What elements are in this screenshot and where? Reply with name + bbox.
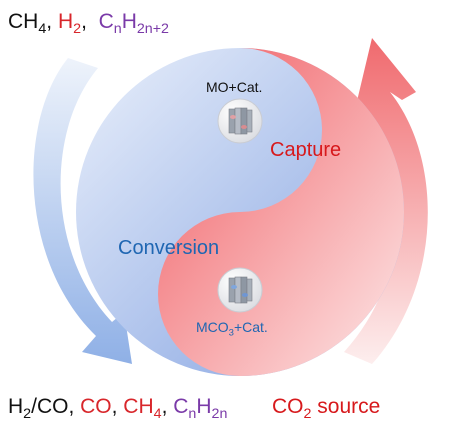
alkane-formula: CnH2n+2 [98, 10, 169, 37]
capture-catalyst-icon [217, 98, 263, 144]
feed-gases-label: CH4, H2, CnH2n+2 [8, 10, 169, 37]
conversion-label: Conversion [118, 237, 220, 259]
alkene-formula: CnH2n [173, 395, 228, 422]
right-cycle-arrow [344, 38, 428, 364]
h2-formula: H2 [57, 10, 82, 37]
syngas-formula: H2/CO [8, 395, 69, 422]
conversion-catalyst-label: MCO3+Cat. [196, 319, 268, 339]
capture-catalyst-label: MO+Cat. [206, 79, 263, 95]
products-label: H2/CO, CO, CH4, CnH2n [8, 395, 228, 422]
conversion-catalyst-icon [217, 267, 263, 313]
co2-source-label: CO2 source [272, 395, 381, 422]
ch4-formula: CH4 [8, 10, 47, 37]
co-formula: CO [80, 395, 112, 418]
capture-label: Capture [270, 139, 342, 161]
ch4-product-formula: CH4 [123, 395, 162, 422]
left-cycle-arrow [33, 58, 132, 364]
